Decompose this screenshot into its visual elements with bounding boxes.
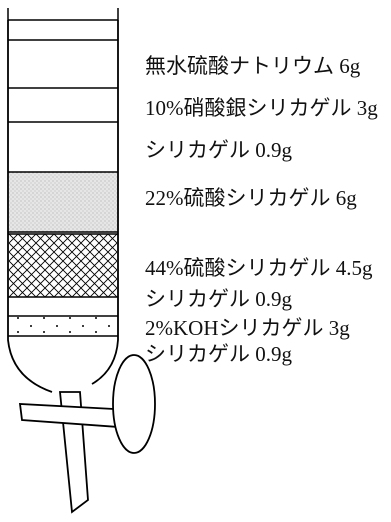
label-silver-nitrate-silica: 10%硝酸銀シリカゲル 3g bbox=[145, 96, 378, 120]
label-anhydrous-sodium-sulfate: 無水硫酸ナトリウム 6g bbox=[145, 54, 361, 78]
layer-fill-22-sulfuric-silica bbox=[9, 172, 117, 232]
layer-fill-koh-silica bbox=[9, 316, 117, 336]
label-silica-gel-2: シリカゲル 0.9g bbox=[145, 287, 292, 311]
label-22-sulfuric-silica: 22%硫酸シリカゲル 6g bbox=[145, 186, 357, 210]
label-koh-silica: 2%KOHシリカゲル 3g bbox=[145, 316, 350, 340]
column-body bbox=[7, 8, 119, 393]
layer-dividers bbox=[8, 19, 118, 337]
stopcock bbox=[18, 354, 156, 514]
label-silica-gel-3: シリカゲル 0.9g bbox=[145, 342, 292, 366]
label-44-sulfuric-silica: 44%硫酸シリカゲル 4.5g bbox=[145, 256, 373, 280]
label-silica-gel-1: シリカゲル 0.9g bbox=[145, 138, 292, 162]
column-outline bbox=[7, 20, 119, 393]
layer-fill-44-sulfuric-silica bbox=[9, 234, 117, 297]
